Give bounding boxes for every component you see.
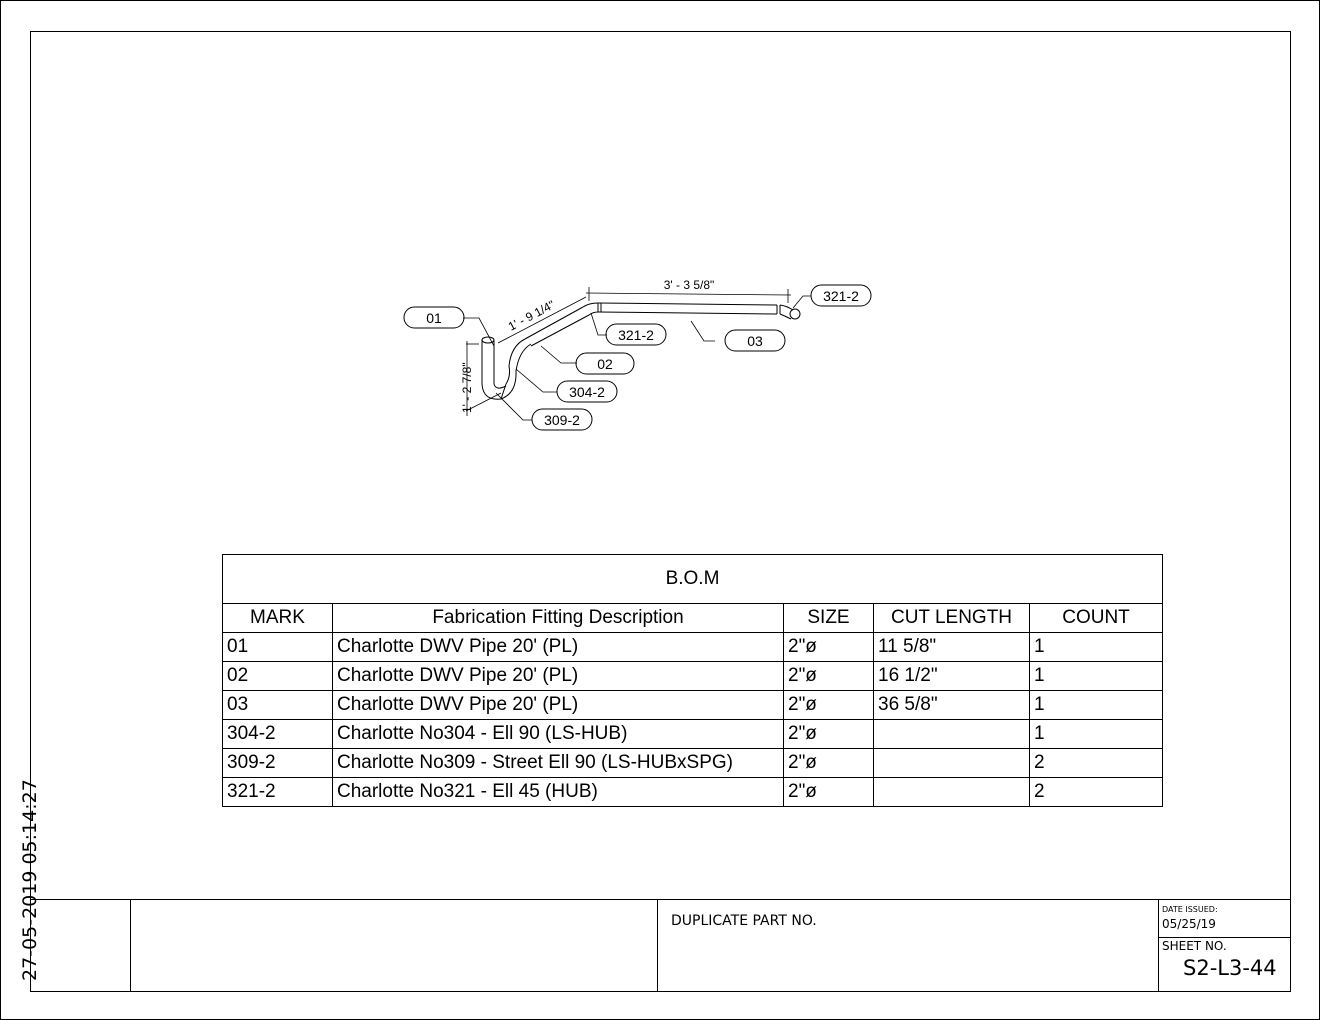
cell-size: 2"ø — [783, 661, 874, 691]
pipe-01 — [481, 336, 495, 384]
header-description: Fabrication Fitting Description — [332, 603, 784, 633]
bom-title: B.O.M — [222, 554, 1163, 604]
fitting-304-2 — [500, 338, 532, 400]
cell-mark: 309-2 — [222, 748, 333, 778]
callout-01: 01 — [403, 306, 465, 329]
cell-count: 1 — [1029, 719, 1163, 749]
callout-309-2: 309-2 — [531, 408, 593, 431]
cell-description: Charlotte DWV Pipe 20' (PL) — [332, 632, 784, 662]
pipe-03 — [597, 302, 781, 315]
sheet-no-label: SHEET NO. — [1162, 939, 1227, 953]
cell-size: 2"ø — [783, 690, 874, 720]
duplicate-part-label: DUPLICATE PART NO. — [671, 913, 817, 929]
callout-321-2-b: 321-2 — [810, 284, 872, 307]
cell-mark: 01 — [222, 632, 333, 662]
dimension-diagonal: 1' - 9 1/4" — [506, 298, 557, 334]
cell-cut-length — [873, 748, 1030, 778]
bom-table: B.O.M MARK Fabrication Fitting Descripti… — [222, 554, 1163, 807]
callout-321-2-a: 321-2 — [605, 323, 667, 346]
svg-text:02: 02 — [597, 356, 613, 372]
svg-text:321-2: 321-2 — [618, 327, 654, 343]
cell-mark: 03 — [222, 690, 333, 720]
cell-count: 2 — [1029, 777, 1163, 807]
svg-text:01: 01 — [426, 310, 442, 326]
cell-mark: 321-2 — [222, 777, 333, 807]
cell-mark: 02 — [222, 661, 333, 691]
svg-text:321-2: 321-2 — [823, 288, 859, 304]
date-issued-label: DATE ISSUED: — [1162, 905, 1218, 914]
header-count: COUNT — [1029, 603, 1163, 633]
cell-cut-length: 16 1/2" — [873, 661, 1030, 691]
cell-mark: 304-2 — [222, 719, 333, 749]
callout-leaders — [463, 295, 811, 421]
cell-size: 2"ø — [783, 777, 874, 807]
bom-header-row: MARK Fabrication Fitting Description SIZ… — [222, 603, 1163, 633]
dimension-vertical: 1' - 2 7/8" — [460, 362, 474, 413]
cell-description: Charlotte No309 - Street Ell 90 (LS-HUBx… — [332, 748, 784, 778]
cell-description: Charlotte DWV Pipe 20' (PL) — [332, 690, 784, 720]
svg-text:309-2: 309-2 — [544, 412, 580, 428]
header-cut-length: CUT LENGTH — [873, 603, 1030, 633]
header-mark: MARK — [222, 603, 333, 633]
cell-size: 2"ø — [783, 748, 874, 778]
cell-cut-length: 11 5/8" — [873, 632, 1030, 662]
cell-description: Charlotte DWV Pipe 20' (PL) — [332, 661, 784, 691]
cell-description: Charlotte No304 - Ell 90 (LS-HUB) — [332, 719, 784, 749]
dimension-lines — [465, 287, 792, 416]
sheet-number: S2-L3-44 — [1183, 956, 1277, 980]
cell-cut-length — [873, 719, 1030, 749]
fitting-321-2-b — [779, 304, 801, 320]
svg-text:03: 03 — [747, 333, 763, 349]
fitting-321-2-a — [582, 302, 599, 316]
cell-size: 2"ø — [783, 719, 874, 749]
cell-count: 2 — [1029, 748, 1163, 778]
cell-count: 1 — [1029, 690, 1163, 720]
callout-304-2: 304-2 — [556, 380, 618, 403]
callout-02: 02 — [575, 352, 635, 375]
cell-cut-length — [873, 777, 1030, 807]
cell-description: Charlotte No321 - Ell 45 (HUB) — [332, 777, 784, 807]
callout-03: 03 — [724, 329, 786, 352]
cell-count: 1 — [1029, 661, 1163, 691]
header-size: SIZE — [783, 603, 874, 633]
cell-cut-length: 36 5/8" — [873, 690, 1030, 720]
cell-size: 2"ø — [783, 632, 874, 662]
fitting-309-2 — [481, 383, 507, 400]
title-block: DUPLICATE PART NO. DATE ISSUED: 05/25/19… — [30, 899, 1290, 992]
svg-text:304-2: 304-2 — [569, 384, 605, 400]
date-issued: 05/25/19 — [1162, 917, 1216, 931]
sheet-border — [30, 31, 1291, 992]
dimension-horizontal: 3' - 3 5/8" — [664, 278, 715, 292]
cell-count: 1 — [1029, 632, 1163, 662]
pipe-02 — [524, 306, 590, 347]
